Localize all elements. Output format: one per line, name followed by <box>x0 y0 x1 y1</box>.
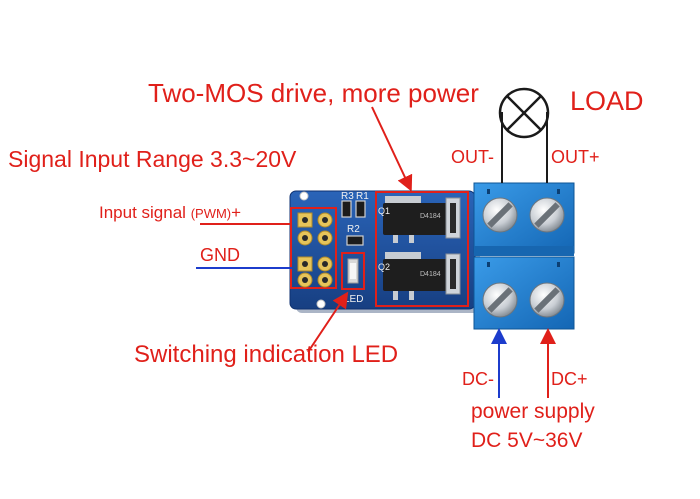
terminal-block-output <box>473 182 575 256</box>
dc-plus-label: DC+ <box>551 369 588 389</box>
dc-range-label: DC 5V~36V <box>471 429 583 452</box>
q1-silkscreen: Q1 <box>378 206 390 216</box>
dc-minus-label: DC- <box>462 369 494 389</box>
two-mos-label: Two-MOS drive, more power <box>148 78 479 108</box>
q2-chip-marking: D4184 <box>420 271 441 278</box>
screw-out-plus <box>529 197 565 233</box>
wire-out-minus <box>500 112 503 183</box>
two-mos-arrow <box>371 106 413 192</box>
led-arrow <box>307 291 349 353</box>
signal-range-label: Signal Input Range 3.3~20V <box>8 146 297 172</box>
resistors: R3 R1 R2 <box>341 191 369 246</box>
led-highlight <box>341 252 365 290</box>
pin-header-highlight <box>290 207 337 289</box>
q1-chip-marking: D4184 <box>420 213 441 220</box>
led-component <box>347 258 359 284</box>
input-plus-text: + <box>231 203 242 222</box>
load-label: LOAD <box>570 86 644 116</box>
terminal-block-power <box>473 256 575 330</box>
out-plus-label: OUT+ <box>551 147 600 167</box>
pin-header <box>297 212 333 288</box>
load-lamp-icon <box>498 87 550 139</box>
q2-silkscreen: Q2 <box>378 262 390 272</box>
input-signal-label: Input signal (PWM)+ <box>99 204 241 221</box>
led-silkscreen: LED <box>344 294 363 305</box>
r2-silkscreen: R2 <box>347 224 360 235</box>
wire-out-plus <box>546 112 548 183</box>
pcb-board: R3 R1 R2 LED D4184 Q1 <box>289 190 480 313</box>
mosfet-highlight <box>375 191 469 307</box>
r3-silkscreen: R3 <box>341 191 354 202</box>
out-minus-label: OUT- <box>451 147 494 167</box>
input-signal-text: Input signal <box>99 203 191 222</box>
power-supply-label: power supply <box>471 400 595 423</box>
switching-led-label: Switching indication LED <box>134 341 399 368</box>
mosfet-q1: D4184 Q1 <box>378 196 461 243</box>
mosfet-q2: D4184 Q2 <box>378 252 461 300</box>
screw-dc-plus <box>529 282 565 318</box>
r1-silkscreen: R1 <box>356 191 369 202</box>
screw-out-minus <box>482 197 518 233</box>
screw-dc-minus <box>482 282 518 318</box>
pwm-text: (PWM) <box>190 206 232 221</box>
gnd-label: GND <box>200 245 240 265</box>
